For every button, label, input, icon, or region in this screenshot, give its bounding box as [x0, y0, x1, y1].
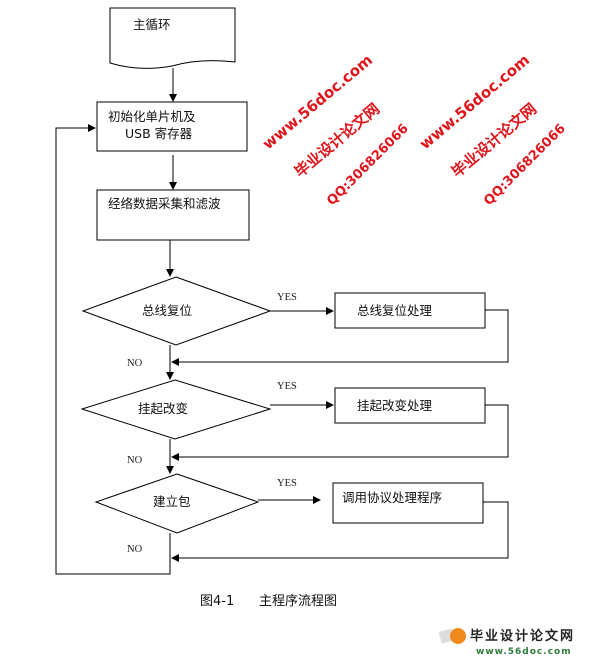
return-line-2	[171, 404, 509, 461]
logo-url: www.56doc.com	[476, 647, 572, 657]
site-logo: 毕业设计论文网 www.56doc.com	[438, 628, 575, 657]
no-label-1: NO	[127, 358, 143, 369]
yes-label-2: YES	[277, 381, 297, 392]
process3-label: 调用协议处理程序	[342, 490, 442, 505]
logo-name: 毕业设计论文网	[470, 628, 575, 644]
orange-globe-icon	[450, 628, 466, 644]
acquire-label: 经络数据采集和滤波	[108, 196, 221, 211]
start-label: 主循环	[133, 17, 171, 32]
start-document-shape	[109, 7, 236, 69]
return-line-3	[171, 501, 509, 562]
decision2-diamond	[80, 379, 272, 440]
decision2-label: 挂起改变	[138, 401, 188, 416]
init-box	[96, 101, 248, 152]
no-label-2: NO	[127, 455, 143, 466]
decision1-label: 总线复位	[142, 303, 192, 318]
loop-back-line	[55, 124, 171, 575]
watermark-left: www.56doc.com 毕业设计论文网 QQ:306826066	[259, 51, 412, 209]
process1-label: 总线复位处理	[357, 303, 433, 318]
acquire-box	[96, 189, 250, 241]
return-line-1	[171, 309, 509, 366]
decision3-diamond	[94, 473, 260, 534]
init-label-2: USB 寄存器	[125, 126, 193, 141]
watermark-site: www.56doc.com	[259, 51, 376, 153]
no-label-3: NO	[127, 544, 143, 555]
process2-label: 挂起改变处理	[357, 398, 433, 413]
yes-label-3: YES	[277, 478, 297, 489]
watermark-right: www.56doc.com 毕业设计论文网 QQ:306826066	[416, 51, 569, 209]
process3-box	[332, 482, 484, 524]
watermark-site: www.56doc.com	[416, 51, 533, 153]
decision1-diamond	[81, 276, 272, 346]
init-label-1: 初始化单片机及	[108, 109, 196, 124]
yes-label-1: YES	[277, 292, 297, 303]
figure-caption: 图4-1 主程序流程图	[200, 594, 337, 609]
decision3-label: 建立包	[153, 494, 191, 509]
